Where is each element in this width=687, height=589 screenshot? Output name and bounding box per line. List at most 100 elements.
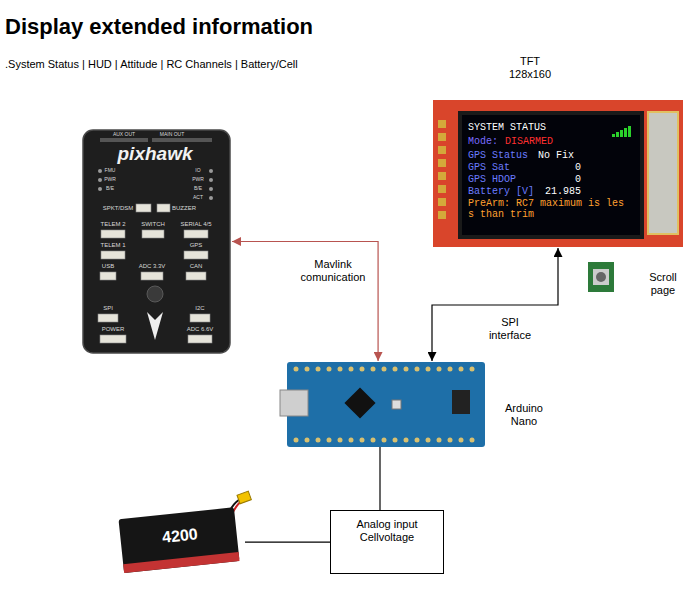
connector-line <box>232 242 378 362</box>
diagram-title: Display extended information <box>5 14 313 39</box>
arduino-illustration-part <box>452 390 470 414</box>
pixhawk-illustration-part <box>98 204 212 343</box>
screen-value: No Fix <box>538 150 574 162</box>
arduino-illustration-part-part <box>437 438 442 443</box>
port-label: SERIAL 4/5 <box>180 221 211 228</box>
pixhawk-illustration-part <box>83 130 230 353</box>
pixhawk-illustration-part-part <box>190 314 210 322</box>
screen-warning: PreArm: RC7 maximum is less than trim <box>468 198 628 220</box>
flight-controller: pixhawkAUX OUTMAIN OUTFMUPWRB/EIOPWRB/EA… <box>83 130 230 353</box>
arduino-illustration-part <box>280 390 308 416</box>
screen-text: Mode: <box>468 136 498 148</box>
battery-capacity: 4200 <box>161 525 198 547</box>
pixhawk-illustration-part-part <box>184 230 208 238</box>
arduino-illustration-part-part <box>426 438 431 443</box>
arduino-illustration-part-part <box>415 367 420 372</box>
port-label: B/E <box>106 186 114 192</box>
port-label: I2C <box>195 305 204 312</box>
pixhawk-illustration-part-part <box>188 335 212 343</box>
tft-illustration-part-part <box>616 132 619 137</box>
pixhawk-illustration-part-part <box>184 251 208 259</box>
port-label: PWR <box>192 177 204 183</box>
pixhawk-illustration-part-part <box>100 335 126 343</box>
pixhawk-illustration-part-part <box>101 230 125 238</box>
port-label: PWR <box>104 177 116 183</box>
tft-illustration-part <box>438 120 446 219</box>
pixhawk-illustration-part <box>98 178 102 182</box>
tft-illustration-part-part <box>438 172 446 180</box>
port-label: TELEM 1 <box>100 242 125 249</box>
port-label: FMU <box>105 168 116 174</box>
pixhawk-illustration-part-part <box>136 204 151 212</box>
push-button-illustration-part <box>596 272 606 282</box>
tft-illustration-part <box>612 126 631 137</box>
connector-line <box>379 447 380 510</box>
arduino-illustration-part-part <box>316 438 321 443</box>
arduino-illustration-part-part <box>382 367 387 372</box>
battery-illustration-part-part <box>119 507 240 573</box>
arduino-illustration-part-part <box>393 367 398 372</box>
connector-line <box>432 248 558 361</box>
screen-text: GPS HDOP <box>468 174 516 186</box>
pixhawk-illustration-part <box>152 138 212 142</box>
arduino-illustration-part-part <box>404 367 409 372</box>
arduino-illustration-part-part <box>305 438 310 443</box>
tft-illustration-part <box>462 115 640 235</box>
pixhawk-illustration-part <box>147 286 163 302</box>
battery-illustration-part <box>119 507 240 573</box>
port-label: TELEM 2 <box>100 221 125 228</box>
arduino-illustration-part-part <box>360 438 365 443</box>
box-text: Analog input Cellvoltage <box>337 518 437 543</box>
subtitle: .System Status | HUD | Attitude | RC Cha… <box>5 58 298 71</box>
port-label: ACT <box>193 195 203 201</box>
pixhawk-illustration-part <box>100 138 148 142</box>
port-label: SPKT/DSM <box>103 205 134 212</box>
arduino-illustration-part <box>344 387 375 418</box>
edge-label: SPI interface <box>479 316 541 341</box>
pixhawk-illustration-part-part <box>100 272 116 280</box>
pixhawk-illustration-part <box>209 187 213 191</box>
arduino-illustration-part <box>294 367 475 443</box>
port-label: IO <box>195 168 200 174</box>
port-label: CAN <box>190 263 203 270</box>
arduino-illustration-part-part <box>327 438 332 443</box>
arduino-illustration-part <box>392 400 401 409</box>
tft-illustration-part-part <box>628 126 631 137</box>
arduino-illustration-part-part <box>437 367 442 372</box>
tft-illustration-part-part <box>438 198 446 206</box>
connectors <box>232 242 558 543</box>
arduino-illustration-part-part <box>305 367 310 372</box>
port-label: AUX OUT <box>113 132 135 138</box>
arduino-illustration-part-part <box>360 367 365 372</box>
pixhawk-illustration-part-part <box>141 272 163 280</box>
screen-text: DISARMED <box>505 136 553 148</box>
component-heading: Scroll page <box>643 271 683 296</box>
arduino-illustration-part-part <box>294 438 299 443</box>
tft-illustration-part-part <box>624 128 627 137</box>
arduino-illustration-part-part <box>459 438 464 443</box>
screen-value: 21.985 <box>545 186 581 198</box>
tft-illustration <box>433 100 683 247</box>
pixhawk-illustration-part-part <box>98 314 118 322</box>
arduino-illustration-part-part <box>371 367 376 372</box>
pixhawk-illustration-part <box>147 312 163 340</box>
screen-text: GPS Sat <box>468 162 510 174</box>
port-label: B/E <box>194 186 202 192</box>
port-label: ADC 3.3V <box>139 263 166 270</box>
arduino-illustration-part-part <box>316 367 321 372</box>
tft-illustration-part <box>458 111 644 239</box>
battery-illustration-part-part <box>123 552 239 573</box>
tft-illustration-part-part <box>438 159 446 167</box>
arduino-illustration-part-part <box>448 438 453 443</box>
arduino-illustration-part-part <box>327 367 332 372</box>
pixhawk-illustration-part <box>209 169 213 173</box>
push-button-illustration <box>588 262 614 292</box>
port-label: BUZZER <box>172 205 196 212</box>
analog-input-box: Analog input Cellvoltage <box>330 510 444 574</box>
battery-illustration-part <box>237 491 251 504</box>
arduino-illustration-part-part <box>470 367 475 372</box>
arduino-illustration-part-part <box>415 438 420 443</box>
tft-illustration-part-part <box>438 146 446 154</box>
